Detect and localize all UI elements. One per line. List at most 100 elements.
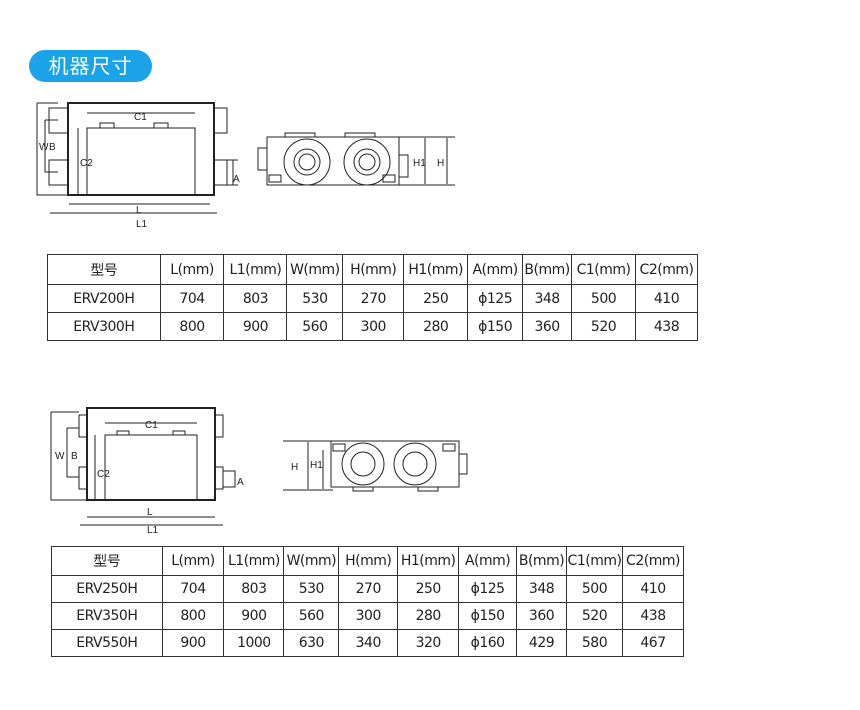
cell: ϕ160 [458, 629, 518, 657]
cell: 300 [338, 602, 399, 630]
header-l: L(mm) [159, 254, 225, 285]
header-model: 型号 [47, 254, 161, 285]
header-l1: L1(mm) [223, 254, 288, 285]
cell: 630 [283, 629, 340, 657]
label-h1: H1 [310, 460, 323, 471]
label-h1: H1 [413, 158, 426, 169]
header-model: 型号 [51, 546, 163, 576]
header-h: H(mm) [338, 546, 399, 576]
cell: ERV300H [47, 312, 161, 341]
cell: ϕ125 [467, 284, 524, 313]
header-l1: L1(mm) [223, 546, 285, 576]
cell: 530 [286, 284, 344, 313]
header-c2: C2(mm) [634, 254, 699, 285]
cell: 560 [283, 602, 340, 630]
label-l: L [147, 507, 153, 518]
header-a: A(mm) [467, 254, 524, 285]
label-a: A [237, 477, 244, 488]
cell: ϕ125 [458, 575, 518, 603]
top-view-diagram-1: C1 W B C2 A L L1 [36, 102, 240, 230]
label-a: A [233, 174, 240, 185]
cell: ERV350H [51, 602, 163, 630]
label-c2: C2 [97, 469, 110, 480]
cell: 580 [566, 629, 623, 657]
side-view-diagram-1: H1 H [257, 132, 455, 186]
section-title-badge: 机器尺寸 [29, 50, 152, 82]
cell: 803 [223, 284, 288, 313]
cell: ERV250H [51, 575, 163, 603]
cell: 438 [634, 312, 699, 341]
cell: 410 [634, 284, 699, 313]
cell: ERV200H [47, 284, 161, 313]
cell: 520 [571, 312, 636, 341]
header-a: A(mm) [458, 546, 518, 576]
side-view-diagram-2: H H1 [283, 440, 468, 492]
cell: 500 [566, 575, 623, 603]
cell: 250 [397, 575, 460, 603]
label-w: W [55, 451, 65, 462]
cell: 704 [159, 284, 225, 313]
header-b: B(mm) [522, 254, 573, 285]
cell: 348 [522, 284, 573, 313]
cell: 900 [161, 629, 225, 657]
cell: 704 [161, 575, 225, 603]
label-w: W [39, 142, 49, 153]
label-l1: L1 [147, 525, 159, 535]
cell: 250 [403, 284, 469, 313]
cell: 530 [283, 575, 340, 603]
header-b: B(mm) [516, 546, 567, 576]
cell: 340 [338, 629, 399, 657]
label-c2: C2 [80, 158, 93, 169]
cell: 520 [566, 602, 623, 630]
cell: 438 [621, 602, 685, 630]
cell: 360 [516, 602, 567, 630]
cell: ERV550H [51, 629, 163, 657]
label-l: L [136, 205, 142, 216]
cell: 560 [286, 312, 344, 341]
cell: 803 [223, 575, 285, 603]
label-b: B [71, 451, 78, 462]
cell: 467 [621, 629, 685, 657]
cell: 800 [161, 602, 225, 630]
header-c1: C1(mm) [566, 546, 623, 576]
cell: 280 [397, 602, 460, 630]
top-view-diagram-2: C1 W B C2 A L L1 [50, 407, 244, 535]
cell: 320 [397, 629, 460, 657]
cell: 410 [621, 575, 685, 603]
cell: 1000 [223, 629, 285, 657]
cell: ϕ150 [458, 602, 518, 630]
label-h: H [437, 158, 444, 169]
label-c1: C1 [145, 420, 158, 431]
cell: 300 [342, 312, 405, 341]
cell: 900 [223, 312, 288, 341]
header-l: L(mm) [161, 546, 225, 576]
cell: ϕ150 [467, 312, 524, 341]
label-l1: L1 [136, 219, 148, 230]
header-w: W(mm) [283, 546, 340, 576]
cell: 360 [522, 312, 573, 341]
header-c2: C2(mm) [621, 546, 685, 576]
header-c1: C1(mm) [571, 254, 636, 285]
header-h: H(mm) [342, 254, 405, 285]
cell: 800 [159, 312, 225, 341]
cell: 500 [571, 284, 636, 313]
cell: 429 [516, 629, 567, 657]
cell: 280 [403, 312, 469, 341]
cell: 270 [338, 575, 399, 603]
cell: 348 [516, 575, 567, 603]
header-h1: H1(mm) [397, 546, 460, 576]
header-w: W(mm) [286, 254, 344, 285]
label-h: H [291, 462, 298, 473]
cell: 270 [342, 284, 405, 313]
cell: 900 [223, 602, 285, 630]
label-b: B [49, 142, 56, 153]
